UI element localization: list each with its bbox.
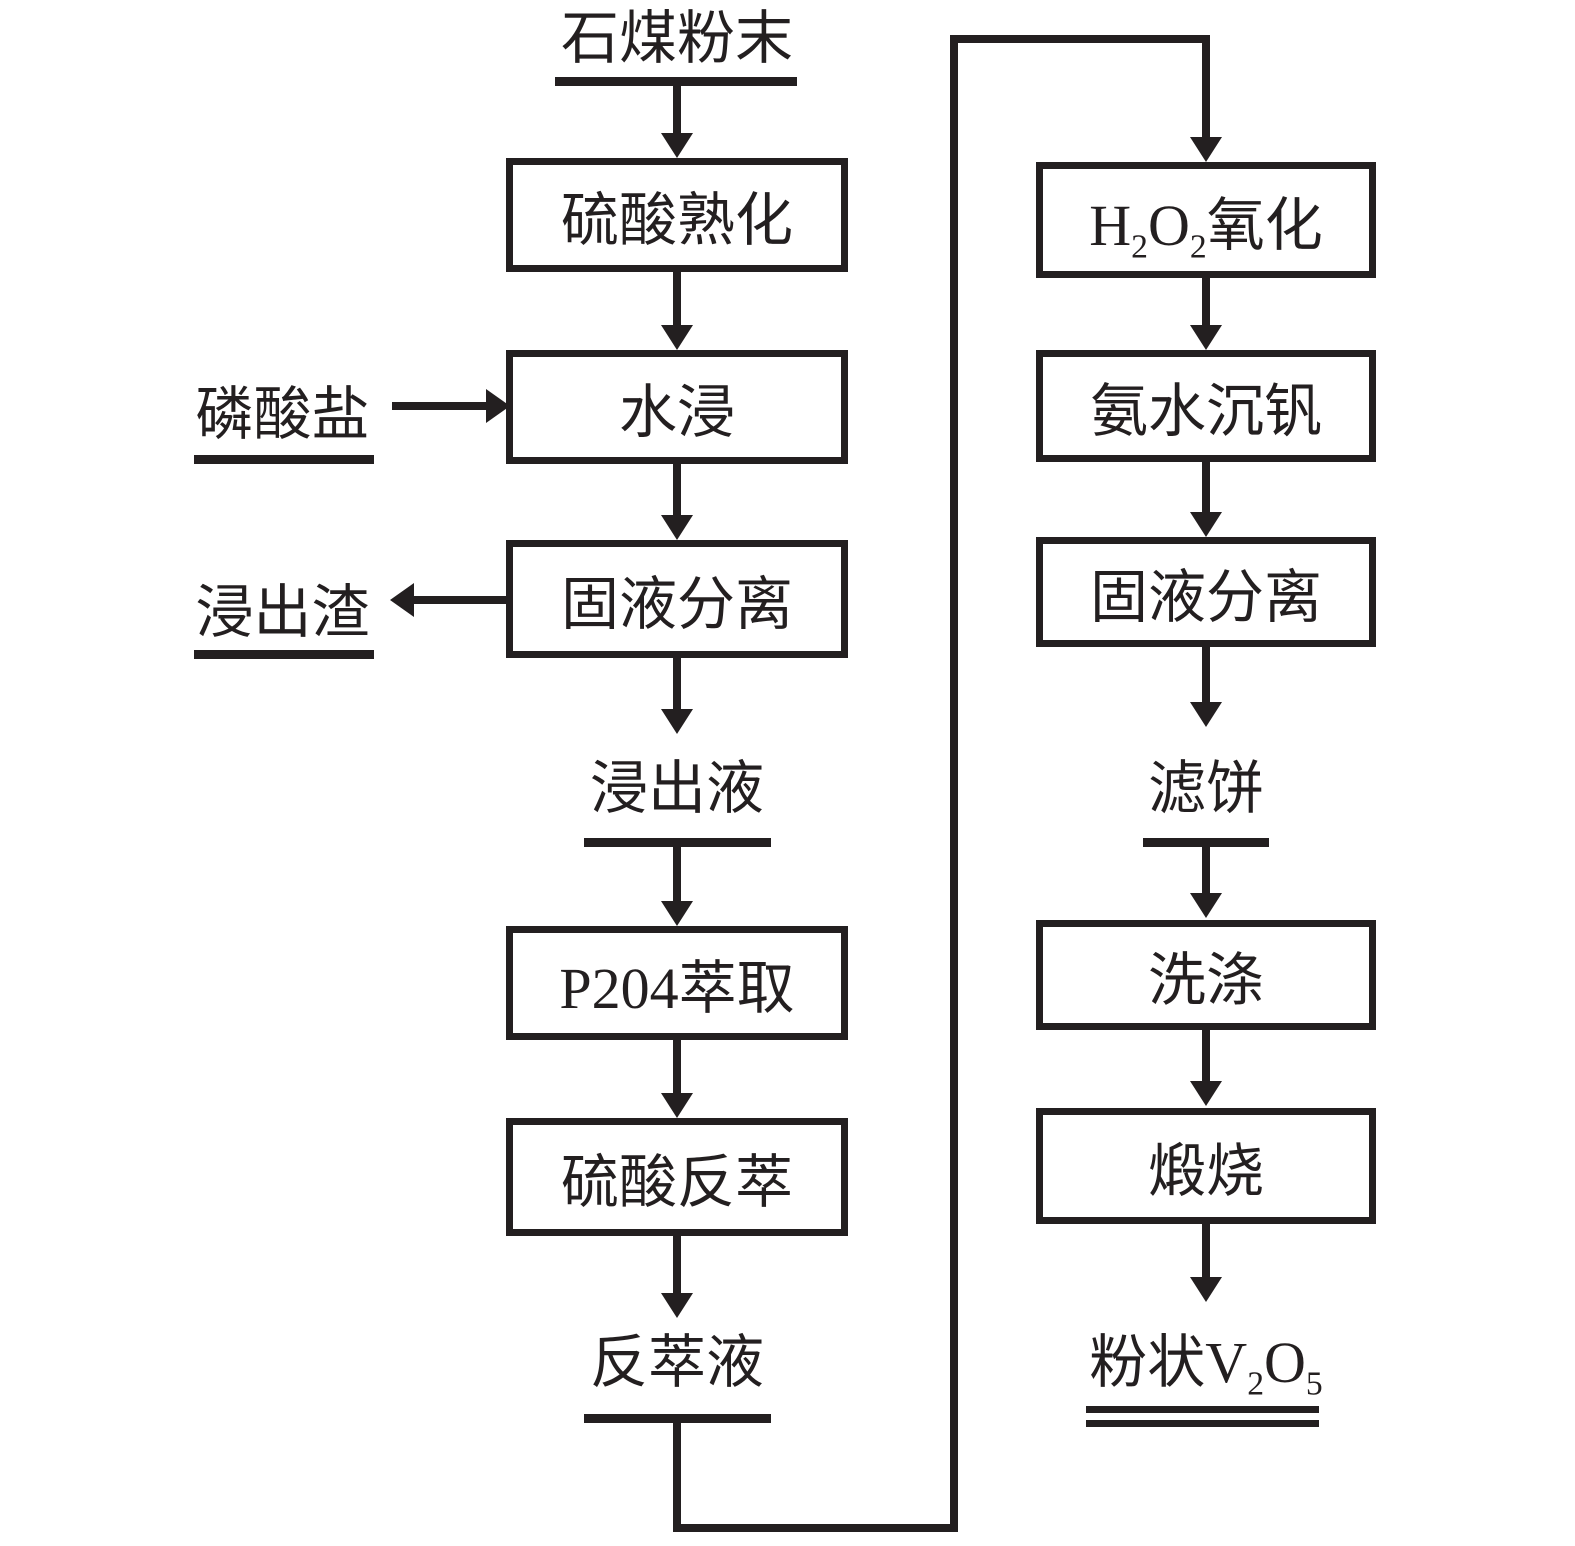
box-sulfuric-acid-back-extraction: 硫酸反萃: [506, 1118, 848, 1236]
box-label: 固液分离: [560, 572, 793, 637]
label-powdered-v2o5: 粉状V2O5: [1010, 1326, 1402, 1403]
arrow-down-icon: [661, 1040, 693, 1118]
box-label: P204萃取: [559, 956, 795, 1021]
arrow-shaft: [673, 1236, 681, 1293]
connector-line-bottom: [673, 1524, 958, 1532]
box-water-leaching: 水浸: [506, 350, 848, 464]
underline-leach-residue: [194, 650, 374, 659]
arrow-head: [661, 709, 693, 734]
box-solid-liquid-separation-1: 固液分离: [506, 540, 848, 658]
arrow-head: [661, 1293, 693, 1318]
label-phosphate: 磷酸盐: [195, 382, 370, 447]
arrow-head: [1190, 512, 1222, 537]
arrow-down-icon: [1190, 1030, 1222, 1106]
box-p204-extraction: P204萃取: [506, 926, 848, 1040]
arrow-down-icon: [661, 272, 693, 350]
arrow-down-icon: [661, 847, 693, 926]
arrow-head: [1190, 325, 1222, 350]
box-label: 氨水沉钒: [1089, 379, 1322, 444]
formula-part: 氧化: [1206, 193, 1323, 258]
underline-stone-coal-powder: [555, 77, 797, 86]
arrow-shaft: [673, 1040, 681, 1093]
underline-filter-cake: [1143, 838, 1269, 847]
arrow-shaft: [1202, 1224, 1210, 1277]
label-leachate: 浸出液: [589, 756, 764, 821]
box-label: 固液分离: [1089, 565, 1322, 630]
formula-part: H: [1089, 193, 1132, 258]
arrow-left-icon: [390, 583, 508, 617]
formula-subscript: 2: [1189, 228, 1207, 266]
arrow-down-icon: [661, 658, 693, 734]
formula-part: 粉状V: [1089, 1330, 1248, 1395]
arrow-shaft: [1202, 647, 1210, 702]
connector-line-up: [950, 35, 958, 1532]
arrow-shaft: [1202, 1030, 1210, 1081]
arrow-down-icon: [1190, 847, 1222, 918]
label-stone-coal-powder: 石煤粉末: [560, 6, 793, 71]
arrow-shaft: [673, 464, 681, 515]
double-underline-product-top: [1086, 1406, 1319, 1413]
arrow-down-icon: [661, 464, 693, 540]
box-h2o2-oxidation: H2O2氧化: [1036, 162, 1376, 278]
underline-leachate: [584, 838, 771, 847]
underline-phosphate: [194, 455, 374, 464]
arrow-head: [661, 133, 693, 158]
arrow-head: [661, 325, 693, 350]
arrow-head: [1190, 1277, 1222, 1302]
arrow-head: [1190, 702, 1222, 727]
arrow-down-icon: [1190, 43, 1222, 162]
box-label: 硫酸反萃: [560, 1150, 793, 1215]
formula-subscript: 2: [1131, 228, 1148, 266]
formula-subscript: 5: [1305, 1365, 1323, 1403]
arrow-shaft: [392, 402, 486, 410]
box-label: 洗涤: [1147, 948, 1264, 1013]
arrow-down-icon: [1190, 647, 1222, 727]
connector-line-down: [673, 1423, 681, 1532]
arrow-shaft: [673, 86, 681, 133]
arrow-shaft: [414, 596, 508, 604]
arrow-head: [1190, 1081, 1222, 1106]
label-strip-liquor: 反萃液: [589, 1330, 764, 1395]
arrow-shaft: [1202, 278, 1210, 325]
arrow-down-icon: [661, 1236, 693, 1318]
arrow-head: [661, 901, 693, 926]
arrow-shaft: [1202, 462, 1210, 512]
arrow-down-icon: [1190, 278, 1222, 350]
box-label: 硫酸熟化: [560, 188, 793, 253]
box-label: 煅烧: [1147, 1139, 1264, 1204]
arrow-down-icon: [1190, 1224, 1222, 1302]
arrow-down-icon: [1190, 462, 1222, 537]
arrow-shaft: [1202, 43, 1210, 137]
arrow-down-icon: [661, 86, 693, 158]
arrow-shaft: [1202, 847, 1210, 893]
arrow-head: [661, 515, 693, 540]
arrow-head: [1190, 137, 1222, 162]
box-solid-liquid-separation-2: 固液分离: [1036, 537, 1376, 647]
formula-subscript: 2: [1247, 1365, 1264, 1403]
box-calcination: 煅烧: [1036, 1108, 1376, 1224]
underline-strip-liquor: [584, 1414, 771, 1423]
arrow-right-icon: [392, 389, 510, 423]
arrow-shaft: [673, 847, 681, 901]
arrow-head: [661, 1093, 693, 1118]
box-label: H2O2氧化: [1089, 178, 1323, 264]
double-underline-product-bottom: [1086, 1420, 1319, 1427]
box-washing: 洗涤: [1036, 920, 1376, 1030]
label-leach-residue: 浸出渣: [195, 580, 370, 645]
arrow-shaft: [673, 658, 681, 709]
formula-part: O: [1264, 1330, 1306, 1395]
formula-part: O: [1147, 193, 1190, 258]
box-sulfuric-acid-curing: 硫酸熟化: [506, 158, 848, 272]
box-label: 水浸: [618, 380, 735, 445]
connector-line-top: [950, 35, 1210, 43]
box-ammonia-vanadium-precipitation: 氨水沉钒: [1036, 350, 1376, 462]
label-filter-cake: 滤饼: [1147, 756, 1264, 821]
arrow-head: [1190, 893, 1222, 918]
arrow-head: [486, 389, 510, 423]
arrow-shaft: [673, 272, 681, 325]
arrow-head: [390, 583, 414, 617]
